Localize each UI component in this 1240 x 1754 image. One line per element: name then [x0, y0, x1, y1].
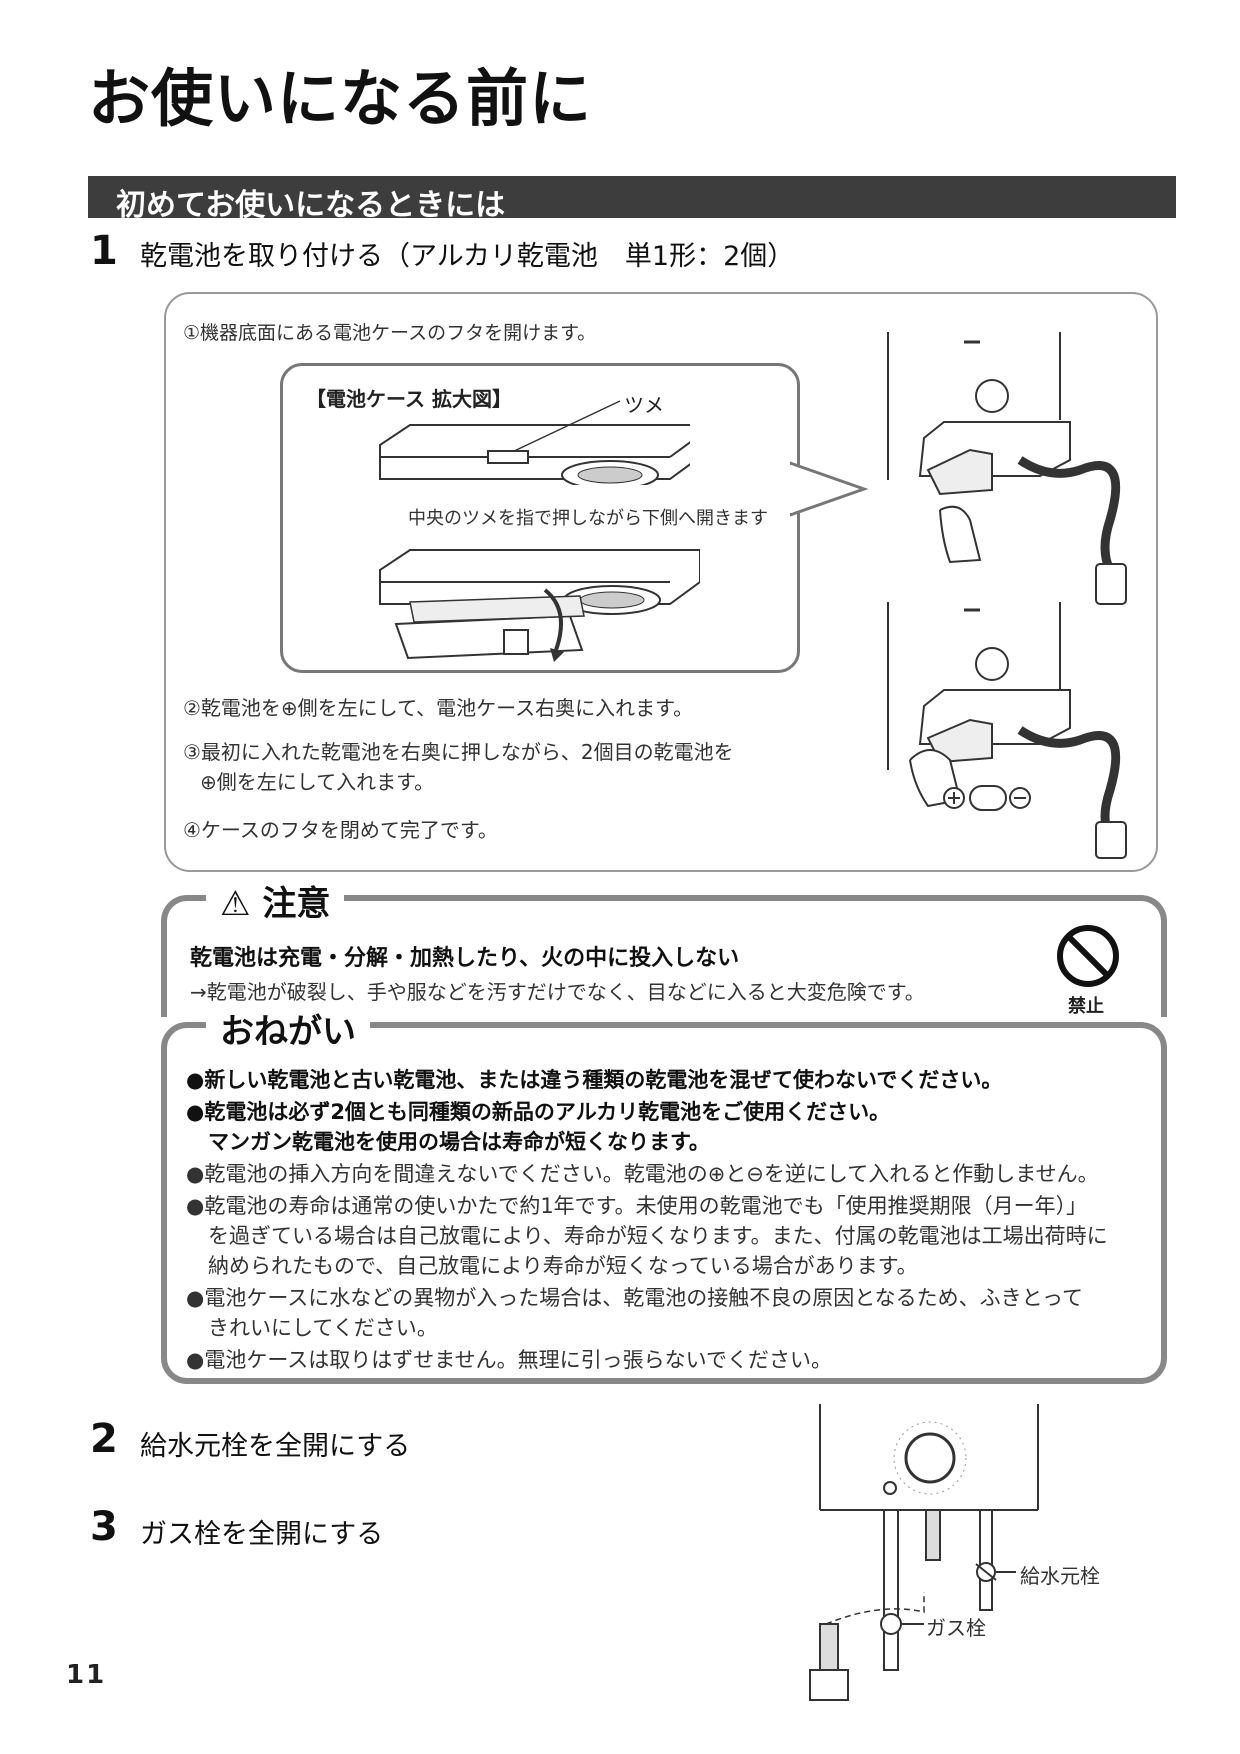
warning-triangle-icon: ⚠ — [220, 884, 251, 924]
page-title: お使いになる前に — [88, 62, 593, 135]
request-line-4: ●乾電池の挿入方向を間違えないでください。乾電池の⊕と⊖を逆にして入れると作動し… — [186, 1162, 1099, 1186]
request-line-2: ●乾電池は必ず2個とも同種類の新品のアルカリ乾電池をご使用ください。 — [186, 1100, 891, 1124]
request-line-5: ●乾電池の寿命は通常の使いかたで約1年です。未使用の乾電池でも「使用推奨期限（月… — [186, 1194, 1088, 1218]
step-3-text: ガス栓を全開にする — [140, 1519, 384, 1550]
water-valve-label: 給水元栓 — [1020, 1564, 1100, 1588]
request-line-10: ●電池ケースは取りはずせません。無理に引っ張らないでください。 — [186, 1348, 833, 1372]
zoom-pointer — [790, 461, 869, 517]
caution-title: 注意 — [262, 884, 331, 924]
prohibition-icon — [1057, 925, 1119, 987]
request-box — [161, 1022, 1167, 1384]
battery-instructions-panel — [164, 292, 1158, 872]
zoom-caption: 中央のツメを指で押しながら下側へ開きます — [408, 508, 768, 529]
battery-step-3-line1: ③最初に入れた乾電池を右奥に押しながら、2個目の乾電池を — [183, 740, 734, 764]
gas-valve-label: ガス栓 — [926, 1616, 986, 1640]
section-title: 初めてお使いになるときには — [116, 188, 506, 223]
caution-heading: ⚠ 注意 — [206, 876, 345, 925]
caution-main-text: 乾電池は充電・分解・加熱したり、火の中に投入しない — [190, 946, 740, 971]
request-line-6: を過ぎている場合は自己放電により、寿命が短くなります。また、付属の乾電池は工場出… — [208, 1224, 1108, 1248]
prohibition-label: 禁止 — [1068, 996, 1104, 1017]
request-line-7: 納められたもので、自己放電により寿命が短くなっている場合があります。 — [208, 1254, 918, 1278]
caution-box — [161, 895, 1167, 1017]
page-number: 11 — [66, 1660, 107, 1690]
request-line-1: ●新しい乾電池と古い乾電池、または違う種類の乾電池を混ぜて使わないでください。 — [186, 1068, 1003, 1092]
step-1-text: 乾電池を取り付ける（アルカリ乾電池 単1形：2個） — [140, 241, 795, 272]
heater-battery-illustration — [887, 332, 1127, 859]
battery-step-4: ④ケースのフタを閉めて完了です。 — [183, 818, 498, 842]
step-2-number: 2 — [90, 1416, 118, 1462]
step-1-number: 1 — [90, 228, 118, 274]
caution-detail-text: →乾電池が破裂し、手や服などを汚すだけでなく、目などに入ると大変危険です。 — [190, 980, 925, 1004]
battery-step-1: ①機器底面にある電池ケースのフタを開けます。 — [183, 322, 597, 344]
battery-step-3-line2: ⊕側を左にして入れます。 — [200, 770, 435, 794]
zoom-title: 【電池ケース 拡大図】 — [306, 387, 512, 411]
battery-case-closed-illustration — [379, 400, 690, 485]
battery-step-2: ②乾電池を⊕側を左にして、電池ケース右奥に入れます。 — [183, 696, 694, 720]
request-line-8: ●電池ケースに水などの異物が入った場合は、乾電池の接触不良の原因となるため、ふき… — [186, 1286, 1083, 1310]
step-2-text: 給水元栓を全開にする — [140, 1431, 411, 1462]
battery-case-open-illustration — [379, 549, 700, 662]
request-title: おねがい — [206, 1004, 370, 1053]
step-3-number: 3 — [90, 1504, 118, 1550]
request-line-3: マンガン乾電池を使用の場合は寿命が短くなります。 — [208, 1130, 710, 1154]
claw-label: ツメ — [624, 393, 664, 417]
request-line-9: きれいにしてください。 — [208, 1316, 438, 1340]
valve-diagram — [809, 1404, 1039, 1701]
section-header: 初めてお使いになるときには — [88, 176, 1176, 223]
